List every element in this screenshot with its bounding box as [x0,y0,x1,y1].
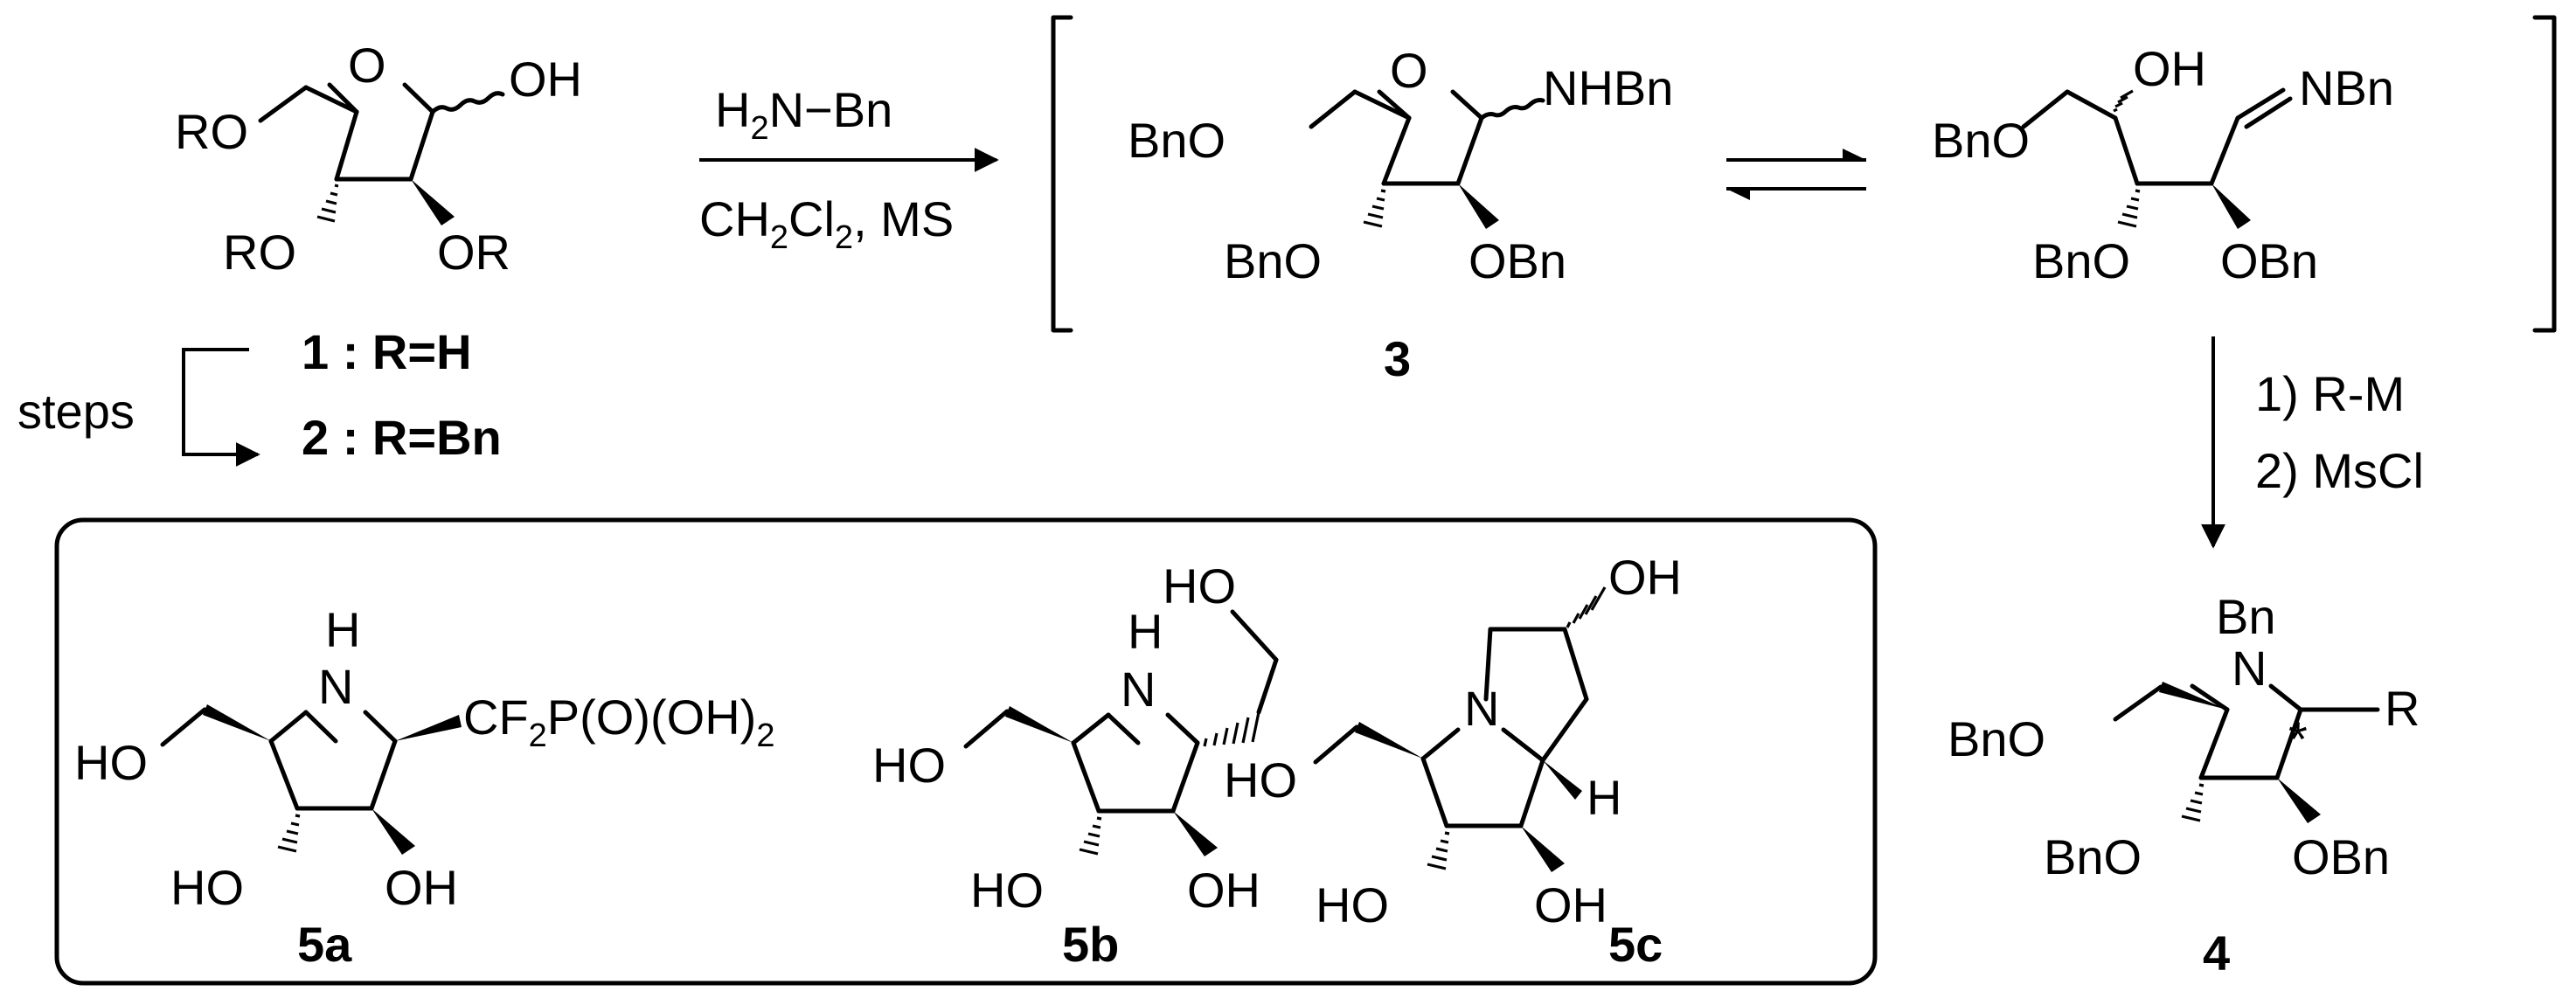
pyrrolidine-nitrogen: N [2232,641,2267,696]
side-chain-hydroxyl: HO [1163,558,1236,613]
c2-obn: OBn [2220,233,2318,288]
compound-3-number: 3 [1384,331,1411,386]
imine-nbn: NBn [2299,60,2394,115]
compound-5b-number: 5b [1062,917,1119,972]
wedge-bond [1005,706,1073,743]
ring-oxygen: O [348,38,386,93]
c3-hydroxyl: HO [970,863,1044,918]
compound-4-number: 4 [2203,925,2230,981]
compound-5a-structure: H N CF2P(O)(OH)2 HO HO OH 5a [74,602,774,972]
equilibrium-arrows [1726,149,1866,200]
wedge-bond [411,179,455,225]
steps-arrow [182,348,260,467]
c4-hydroxyl: OH [385,860,458,915]
wedge-bond [1521,826,1565,872]
svg-text:CF2P(O)(OH)2: CF2P(O)(OH)2 [463,690,774,754]
wedge-bond [1173,811,1218,856]
nh-hydrogen: H [325,602,360,657]
left-bracket [1051,15,1073,333]
step2-reagents: 1) R-M 2) MsCl [2201,336,2424,549]
c2-obn: OBn [1469,233,1566,288]
r-substituent: R [2385,681,2420,736]
svg-text:H2N−Bn: H2N−Bn [715,82,892,147]
hash-bond [2117,189,2141,228]
c3-obn: BnO [2032,233,2130,288]
hash-bond [1363,189,1386,228]
ring-oxygen: O [1390,43,1428,98]
step2-line1: 1) R-M [2255,366,2405,421]
wedge-bond [371,808,415,855]
c5-obn: BnO [1128,113,1226,168]
svg-text:2 : R=Bn: 2 : R=Bn [302,410,502,465]
nh-hydrogen: H [1128,604,1163,659]
wedge-bond [2159,682,2227,710]
n-benzyl: Bn [2216,589,2276,644]
compound-4-structure: Bn N * R BnO BnO OBn 4 [1948,589,2420,981]
wedge-bond [1355,722,1423,759]
nhbn-group: NHBn [1543,60,1673,115]
c3-hydroxyl: HO [170,860,244,915]
c6-hydroxyl: HO [74,735,148,790]
wedge-bond [2211,184,2251,229]
c1-hydroxyl: HO [1316,877,1389,932]
hash-bond [277,814,301,853]
steps-label: steps [17,384,135,439]
wavy-bond [1479,98,1545,121]
wedge-bond [1458,184,1499,229]
compound-5b-structure: H N HO HO HO OH 5b [872,558,1279,972]
compound-1-r: R=H [372,324,472,379]
c3-obn: BnO [1224,233,1322,288]
compound-1-number: 1 [302,324,329,379]
target-compounds-box [54,517,1878,986]
compound-2-r: R=Bn [372,410,502,465]
pyrrolidine-nitrogen: N [1121,662,1156,717]
compound-3-structure: O NHBn BnO BnO OBn 3 [1128,43,1673,386]
c7-hydroxyl: OH [1608,550,1682,605]
c4-hydroxyl: OH [2133,41,2206,96]
wavy-bond [430,91,505,114]
svg-text:CH2Cl2, MS: CH2Cl2, MS [699,191,954,256]
wedge-bond [2277,778,2321,823]
anomeric-hydroxyl: OH [509,52,582,107]
compound-1-structure: O OH RO RO OR [175,38,582,280]
wedge-bond [395,715,462,741]
pyrrolidine-nitrogen: N [318,659,353,714]
hash-bond [316,184,339,223]
c3-obn: BnO [2044,829,2142,884]
c2-hydroxyl: OH [1534,877,1607,932]
wedge-bond [1543,760,1582,800]
c6-hydroxyl: HO [872,738,946,793]
hash-bond [1566,586,1607,628]
step2-line2: 2) MsCl [2255,443,2424,498]
c5-hydroxyl: HO [1224,752,1297,807]
hash-bond [2113,89,2134,113]
c5-ro: RO [175,104,248,159]
bridgehead-nitrogen: N [1464,681,1499,736]
svg-text:1 : R=H: 1 : R=H [302,324,472,379]
right-bracket [2532,15,2557,333]
c3-ro: RO [223,225,296,280]
compound-5c-number: 5c [1608,917,1663,972]
step1-reagents: H2N−Bn CH2Cl2, MS [699,82,999,256]
compound-5a-number: 5a [297,917,352,972]
c5-obn: BnO [1948,711,2045,766]
hash-bond [1427,831,1450,870]
c5-obn: BnO [1932,113,2030,168]
stereocenter-star: * [2288,711,2308,766]
wedge-bond [203,704,271,741]
compound-2-number: 2 [302,410,329,465]
hash-bond [1079,816,1102,856]
c2-obn: OBn [2292,829,2390,884]
c4-hydroxyl: OH [1187,863,1260,918]
hash-bond [1203,711,1260,747]
compound-5c-structure: N OH H HO HO OH 5c [1224,550,1682,972]
hash-bond [2181,783,2205,822]
imine-structure: OH NBn BnO BnO OBn [1932,41,2394,288]
compound-1-2-labels: 1 : R=H 2 : R=Bn steps [17,324,502,467]
c2-or: OR [437,225,510,280]
bridgehead-hydrogen: H [1587,770,1621,825]
